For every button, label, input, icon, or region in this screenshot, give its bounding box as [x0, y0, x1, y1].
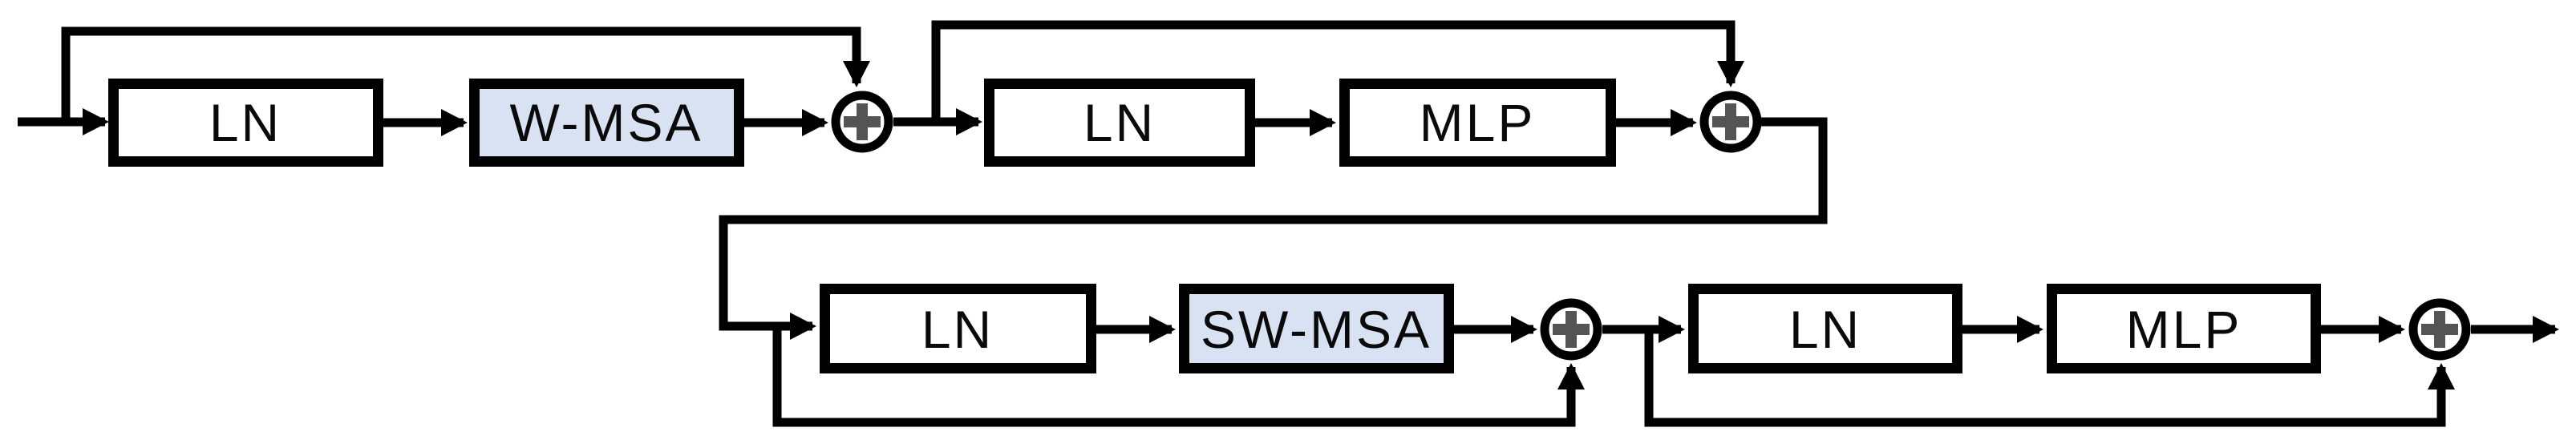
- block-w-msa-box: [469, 79, 744, 167]
- return-path-top-to-bottom-row: [719, 117, 1828, 341]
- block-ln-3: LN: [820, 284, 1096, 373]
- block-sw-msa-box: [1179, 284, 1454, 373]
- block-ln-1-label: LN: [209, 93, 281, 152]
- plus-icon: [1553, 311, 1590, 348]
- block-ln-4: LN: [1688, 284, 1962, 373]
- block-mlp-2-box: [2047, 284, 2321, 373]
- add-node-1: [831, 91, 893, 153]
- block-mlp-2: MLP: [2047, 284, 2321, 373]
- block-sw-msa-label: SW-MSA: [1201, 300, 1432, 359]
- block-ln-2: LN: [984, 79, 1255, 167]
- add-node-4: [2408, 298, 2471, 361]
- block-ln-2-box: [984, 79, 1255, 167]
- block-ln-1-box: [108, 79, 383, 167]
- block-sw-msa: SW-MSA: [1179, 284, 1454, 373]
- block-ln-4-box: [1688, 284, 1962, 373]
- plus-icon: [844, 103, 881, 140]
- skip-connection-2-over: [931, 20, 1745, 122]
- block-w-msa: W-MSA: [469, 79, 744, 167]
- block-mlp-1-box: [1339, 79, 1616, 167]
- block-mlp-2-label: MLP: [2126, 300, 2242, 359]
- skip-connection-4-under: [1644, 329, 2456, 427]
- block-ln-3-label: LN: [921, 300, 994, 359]
- plus-icon: [1712, 103, 1749, 140]
- block-w-msa-label: W-MSA: [509, 93, 703, 152]
- block-mlp-1: MLP: [1339, 79, 1616, 167]
- block-ln-3-box: [820, 284, 1096, 373]
- plus-icon: [2421, 311, 2458, 348]
- add-node-3: [1540, 298, 1602, 361]
- block-ln-2-label: LN: [1083, 93, 1156, 152]
- skip-connection-3-under: [772, 326, 1586, 427]
- skip-connection-1-over: [61, 26, 871, 122]
- block-ln-4-label: LN: [1789, 300, 1861, 359]
- block-ln-1: LN: [108, 79, 383, 167]
- block-mlp-1-label: MLP: [1420, 93, 1536, 152]
- add-node-2: [1699, 91, 1762, 153]
